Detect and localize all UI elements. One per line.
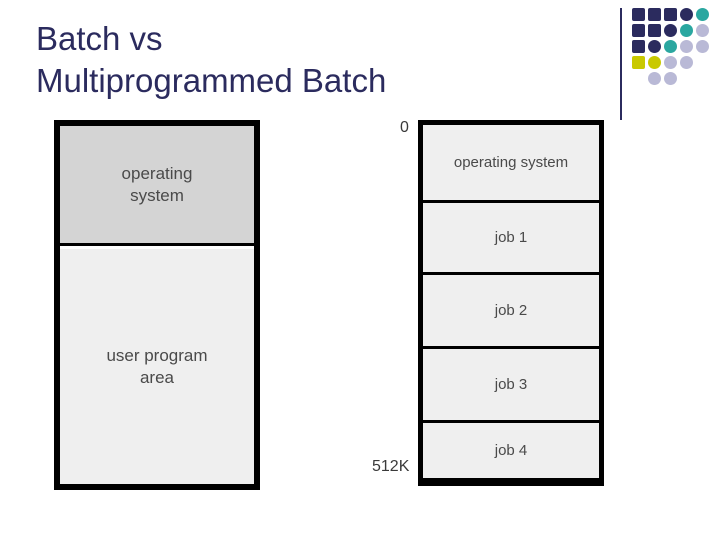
logo-circle-icon	[696, 8, 709, 21]
logo-square-icon	[632, 24, 645, 37]
logo-circle-icon	[648, 40, 661, 53]
memory-block-label: job 4	[494, 442, 528, 459]
address-label-top: 0	[400, 119, 409, 136]
memory-block-label: job 1	[494, 229, 528, 246]
page-title: Batch vs Multiprogrammed Batch	[36, 18, 556, 102]
logo-square-icon	[632, 40, 645, 53]
logo-circle-icon	[664, 24, 677, 37]
memory-block-job-2: job 2	[423, 275, 599, 349]
memory-block-operating-system: operating system	[423, 125, 599, 203]
memory-block-job-1: job 1	[423, 203, 599, 275]
memory-block-job-4: job 4	[423, 423, 599, 481]
simple-batch-diagram: operating system user program area	[54, 120, 260, 490]
memory-block-label: user program area	[106, 345, 207, 389]
logo-circle-icon	[664, 56, 677, 69]
title-line-2: Multiprogrammed Batch	[36, 62, 387, 99]
logo-circle-icon	[664, 40, 677, 53]
logo-circle-icon	[696, 24, 709, 37]
memory-block-job-3: job 3	[423, 349, 599, 423]
memory-block-label: job 2	[494, 302, 528, 319]
diagram-gutter	[394, 122, 418, 482]
logo-square-icon	[632, 8, 645, 21]
multiprogrammed-batch-diagram: operating system job 1 job 2 job 3 job 4	[418, 120, 604, 486]
memory-block-user-program-area: user program area	[60, 249, 254, 484]
logo-circle-icon	[680, 24, 693, 37]
label-line-2: area	[139, 367, 174, 387]
header-divider-rule	[620, 8, 622, 120]
logo-circle-icon	[696, 40, 709, 53]
decorative-dot-grid-icon	[632, 8, 712, 118]
address-label-bottom: 512K	[372, 458, 410, 475]
logo-circle-icon	[648, 56, 661, 69]
logo-circle-icon	[680, 40, 693, 53]
title-line-1: Batch vs	[36, 20, 163, 57]
label-line-1: operating	[121, 163, 193, 183]
memory-block-label: operating system	[122, 163, 193, 207]
logo-circle-icon	[648, 72, 661, 85]
logo-square-icon	[648, 8, 661, 21]
memory-block-label: operating system	[453, 154, 569, 171]
logo-square-icon	[664, 8, 677, 21]
logo-circle-icon	[664, 72, 677, 85]
memory-block-operating-system: operating system	[60, 126, 254, 246]
label-line-2: system	[130, 185, 184, 205]
logo-square-icon	[648, 24, 661, 37]
label-line-1: user program	[106, 345, 208, 365]
memory-block-label: job 3	[494, 376, 528, 393]
logo-square-icon	[632, 56, 645, 69]
logo-circle-icon	[680, 56, 693, 69]
logo-circle-icon	[680, 8, 693, 21]
